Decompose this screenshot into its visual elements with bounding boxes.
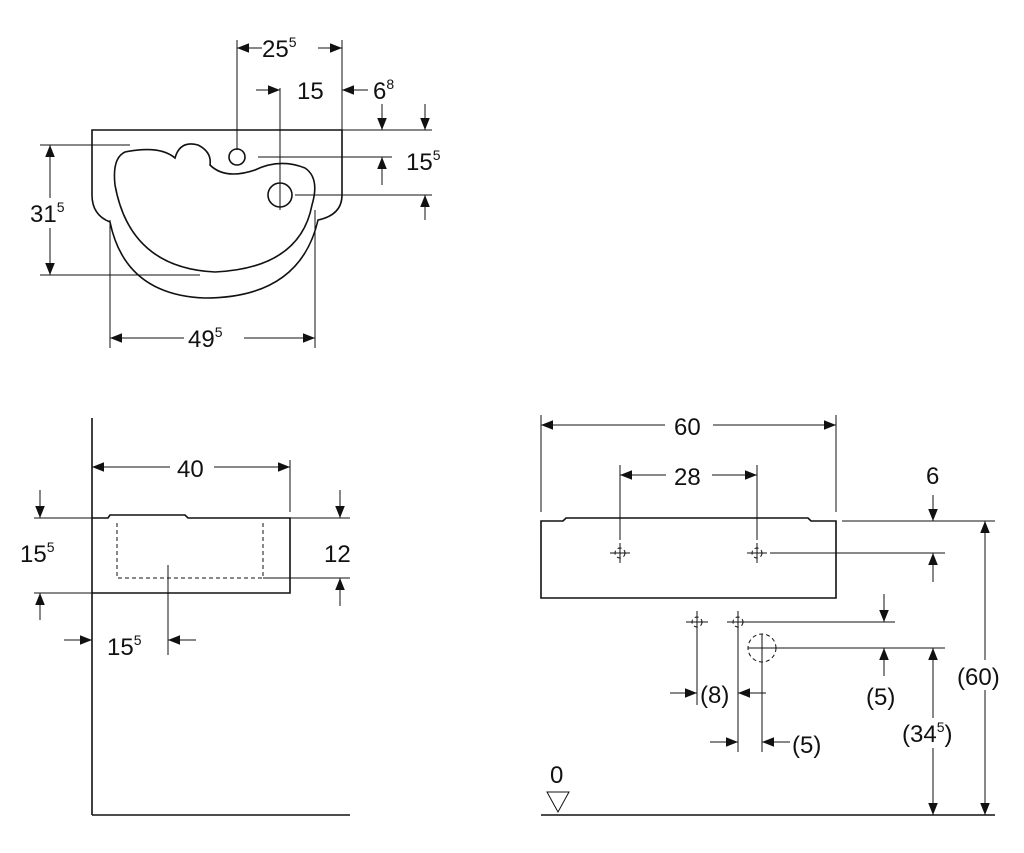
basin-side: [92, 514, 291, 594]
dim-8: (8): [700, 682, 729, 709]
dim-5-vertical: (5): [866, 684, 895, 711]
bowl-dashed: [116, 523, 264, 579]
dim-40: 40: [177, 456, 204, 483]
basin-outline: [91, 129, 343, 299]
floor-level-triangle-icon: [546, 791, 570, 814]
dim-6-8: 68: [373, 76, 394, 105]
floor-level-label: 0: [550, 762, 563, 789]
dim-31-5: 315: [30, 199, 65, 228]
top-view: 255 15 68 155 315 495: [26, 34, 441, 353]
dim-49-5: 495: [188, 324, 223, 353]
bowl-outline: [113, 143, 316, 273]
dim-15-5-drain: 155: [107, 632, 142, 661]
basin-front: [540, 517, 837, 599]
dim-28: 28: [674, 464, 701, 491]
dim-15-5-height: 155: [20, 539, 55, 568]
side-view: 40 155 12 155: [20, 418, 351, 816]
tap-hole: [228, 148, 246, 166]
supply-cross: [686, 611, 749, 633]
fixing-cross: [610, 543, 767, 563]
drain-circle: [747, 633, 777, 663]
front-view: 60 28 6 (5) (8) (5) (345): [540, 411, 1015, 816]
dim-60: 60: [674, 414, 701, 441]
dim-34-5: (345): [902, 719, 952, 748]
dim-15-5-holes: 155: [406, 147, 441, 176]
dim-6: 6: [926, 463, 939, 490]
dim-12: 12: [324, 541, 351, 568]
dim-5-horizontal: (5): [792, 732, 821, 759]
dim-25-5: 255: [262, 34, 297, 63]
dim-15: 15: [297, 78, 324, 105]
dim-60-height: (60): [957, 664, 1000, 691]
